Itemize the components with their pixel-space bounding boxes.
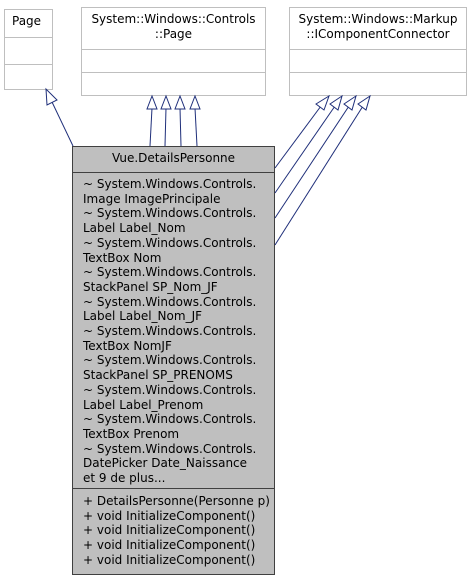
class-detailspersonne[interactable]: Vue.DetailsPersonne ~ System.Windows.Con…: [72, 146, 275, 575]
class-icomponentconnector[interactable]: System::Windows::Markup ::IComponentConn…: [289, 7, 467, 96]
attribute-line: Image ImagePrincipale: [83, 191, 221, 206]
attribute-line: TextBox NomJF: [83, 338, 172, 353]
edge-to-controls-page: [149, 107, 153, 147]
arrowhead-controls-page: [189, 94, 201, 110]
edge-to-controls-page: [164, 107, 167, 147]
attribute-line: TextBox Prenom: [83, 426, 180, 441]
arrowhead-icomponentconnector: [315, 94, 330, 111]
edge-to-icomponentconnector: [274, 105, 322, 169]
arrowhead-icomponentconnector: [357, 94, 371, 111]
class-controls-page[interactable]: System::Windows::Controls ::Page: [81, 7, 266, 96]
edge-to-icomponentconnector: [274, 105, 364, 246]
method-line: + void InitializeComponent(): [83, 523, 256, 538]
method-line: + DetailsPersonne(Personne p): [83, 494, 270, 508]
class-icomponentconnector-methods: [290, 72, 466, 95]
class-controls-page-methods: [82, 72, 265, 95]
class-page-header: Page: [5, 10, 52, 37]
class-detailspersonne-header: Vue.DetailsPersonne: [73, 147, 274, 172]
attribute-line: ~ System.Windows.Controls.: [83, 353, 257, 368]
attribute-line: ~ System.Windows.Controls.: [83, 324, 257, 339]
class-page-methods: [5, 64, 52, 89]
arrowhead-icomponentconnector: [329, 94, 343, 111]
attribute-line: ~ System.Windows.Controls.: [83, 235, 257, 250]
edge-to-controls-page: [179, 107, 182, 147]
class-page[interactable]: Page: [4, 9, 53, 90]
edge-to-icomponentconnector: [274, 105, 336, 194]
attribute-line: ~ System.Windows.Controls.: [83, 412, 257, 427]
attribute-line: ~ System.Windows.Controls.: [83, 177, 257, 191]
attribute-line: StackPanel SP_Nom_JF: [83, 279, 218, 294]
attribute-line: ~ System.Windows.Controls.: [83, 294, 257, 309]
attribute-line: ~ System.Windows.Controls.: [83, 382, 257, 397]
class-detailspersonne-attributes: ~ System.Windows.Controls. Image ImagePr…: [73, 172, 274, 488]
class-detailspersonne-title: Vue.DetailsPersonne: [111, 151, 236, 165]
class-controls-page-header: System::Windows::Controls ::Page: [82, 8, 265, 49]
method-line: + void InitializeComponent(): [83, 508, 256, 523]
arrowhead-icomponentconnector: [343, 94, 357, 111]
class-icomponentconnector-attributes: [290, 49, 466, 72]
edge-to-icomponentconnector: [274, 105, 350, 219]
attribute-line: TextBox Nom: [83, 250, 162, 265]
attribute-line: ~ System.Windows.Controls.: [83, 206, 257, 221]
attribute-line: ~ System.Windows.Controls.: [83, 441, 257, 456]
class-controls-page-attributes: [82, 49, 265, 72]
attribute-line: StackPanel SP_PRENOMS: [83, 368, 233, 383]
arrowhead-page: [45, 87, 58, 106]
edge-to-page: [51, 101, 74, 147]
attribute-line: Label Label_Prenom: [83, 397, 204, 412]
attribute-line: DatePicker Date_Naissance: [83, 456, 248, 471]
attribute-line: Label Label_Nom: [83, 221, 186, 236]
method-line: + void InitializeComponent(): [83, 552, 256, 567]
attribute-more: et 9 de plus...: [83, 471, 166, 486]
arrowhead-controls-page: [146, 94, 158, 110]
edge-to-controls-page: [194, 107, 198, 147]
attribute-line: ~ System.Windows.Controls.: [83, 265, 257, 280]
class-controls-page-title: System::Windows::Controls ::Page: [91, 12, 256, 41]
class-icomponentconnector-title: System::Windows::Markup ::IComponentConn…: [298, 12, 458, 41]
class-icomponentconnector-header: System::Windows::Markup ::IComponentConn…: [290, 8, 466, 49]
class-page-attributes: [5, 37, 52, 64]
attribute-line: Label Label_Nom_JF: [83, 309, 203, 324]
arrowhead-controls-page: [174, 94, 186, 110]
class-detailspersonne-methods: + DetailsPersonne(Personne p) + void Ini…: [73, 488, 274, 568]
method-line: + void InitializeComponent(): [83, 538, 256, 553]
arrowhead-controls-page: [160, 94, 172, 110]
class-page-title: Page: [12, 14, 42, 28]
